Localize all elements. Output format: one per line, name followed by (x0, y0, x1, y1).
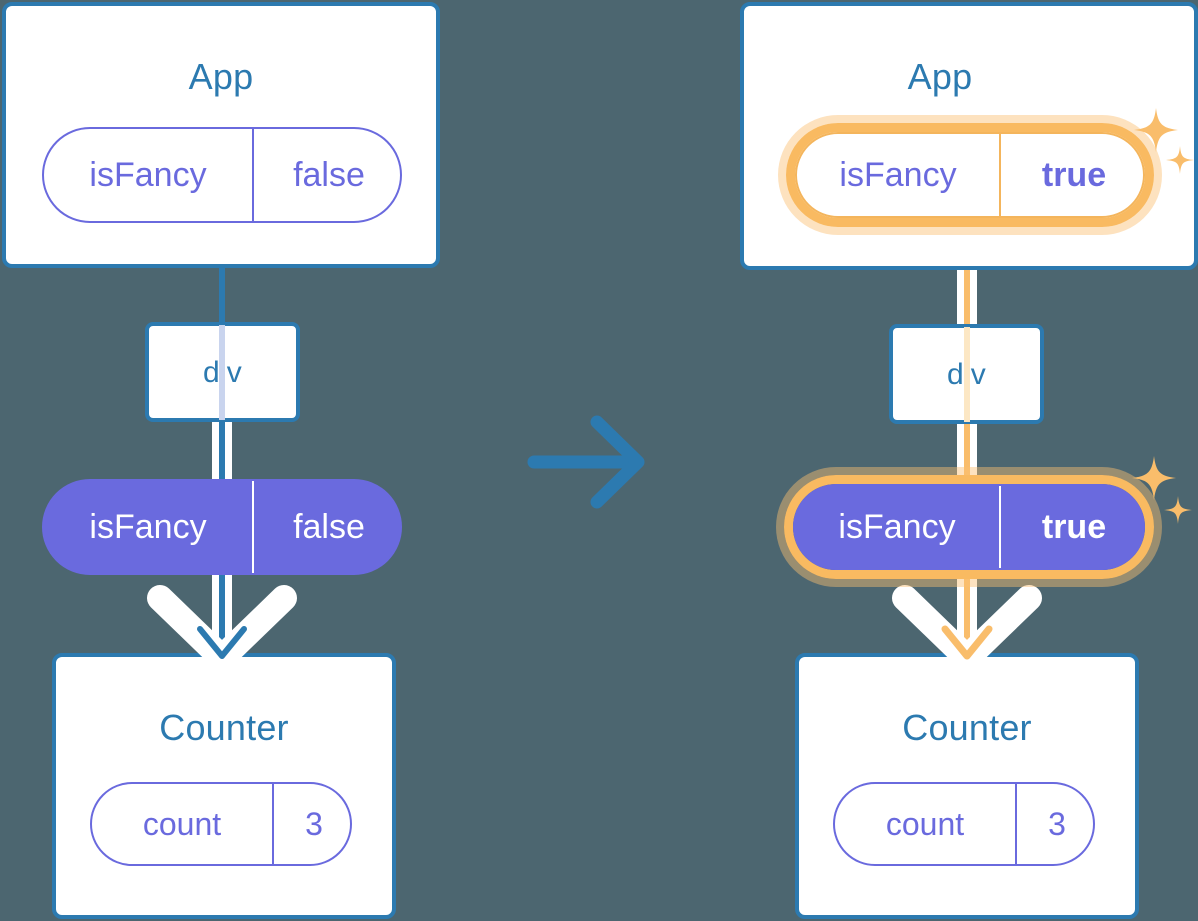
sparkle-small-icon (1164, 496, 1192, 524)
box-title-counter-before: Counter (159, 707, 289, 748)
state-pill-count-counter-after[interactable]: count 3 (833, 782, 1095, 866)
box-title-app-after: App (907, 56, 973, 97)
connector-div-to-pill-before (219, 418, 225, 490)
state-pill-isfancy-app-before[interactable]: isFancy false (42, 127, 402, 223)
pill-key-count-before: count (142, 805, 222, 842)
box-title-counter-after: Counter (902, 707, 1032, 748)
prop-pill-key-isfancy-before: isFancy (89, 507, 207, 546)
sparkle-large-icon (1132, 456, 1176, 500)
state-pill-count-counter-before[interactable]: count 3 (90, 782, 352, 866)
pill-value-isfancy-app-after: true (999, 134, 1143, 216)
connector-div-to-pill-after (964, 420, 970, 492)
sparkles-app-after (1134, 108, 1194, 174)
prop-pill-value-isfancy-before: false (252, 481, 400, 573)
pill-key-count-after: count (885, 805, 965, 842)
box-title-app-before: App (188, 56, 254, 97)
highlight-ring-prop-pill-after (784, 475, 1154, 579)
prop-pill-isfancy-before[interactable]: isFancy false (42, 479, 402, 575)
pill-value-count-after: 3 (1015, 784, 1093, 864)
connector-through-div-after (964, 327, 970, 422)
state-pill-isfancy-app-after[interactable]: isFancy true (795, 132, 1145, 218)
prop-pill-isfancy-after[interactable]: isFancy true (793, 484, 1145, 570)
connector-app-to-div-before (219, 267, 225, 325)
sparkle-small-icon (1166, 146, 1194, 174)
pill-key-isfancy-app-after: isFancy (839, 155, 957, 194)
prop-pill-key-isfancy-after: isFancy (838, 507, 956, 546)
pill-value-count-before: 3 (272, 784, 350, 864)
component-box-counter-after[interactable]: Counter (795, 653, 1139, 919)
connector-app-to-div-after (964, 223, 970, 327)
arrow-right-icon (527, 415, 645, 509)
connector-through-div-before (219, 325, 225, 420)
pill-value-isfancy-app-before: false (252, 129, 400, 221)
sparkles-prop-after (1132, 456, 1192, 524)
highlight-ring-app-pill-after (786, 123, 1154, 227)
prop-pill-value-isfancy-after: true (999, 486, 1143, 568)
sparkle-large-icon (1134, 108, 1178, 152)
pill-key-isfancy-app-before: isFancy (89, 155, 207, 194)
